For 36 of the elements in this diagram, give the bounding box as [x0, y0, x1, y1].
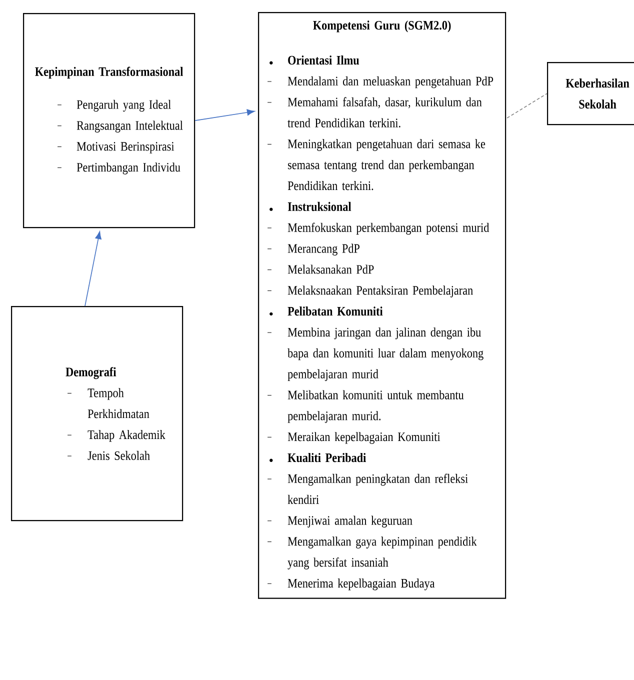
arrow	[194, 109, 255, 121]
connector-line	[506, 93, 548, 118]
list-item: Menjiwai amalan keguruan	[267, 516, 412, 528]
list-item: Melaksnaakan Pentaksiran Pembelajaran	[267, 286, 473, 298]
section-heading: Orientasi Ilmu	[270, 55, 359, 65]
list-item: Pengaruh yang Ideal	[57, 100, 171, 112]
section-heading: Pelibatan Komuniti	[270, 306, 383, 316]
text-box	[547, 62, 634, 126]
list-item: Merancang PdP	[267, 244, 360, 256]
list-item: Tempoh Perkhidmatan	[67, 388, 150, 418]
list-item: Pertimbangan Individu	[57, 162, 180, 174]
list-item: Melaksanakan PdP	[267, 264, 374, 274]
list-item: Menerima kepelbagaian Budaya	[267, 578, 435, 590]
list-item: Membina jaringan dan jalinan dengan ibu bapa dan komuniti luar dalam menyokong pembelajaran murid	[267, 327, 484, 382]
list-item: Motivasi Berinspirasi	[57, 142, 174, 154]
text-box	[23, 13, 196, 228]
list-item: Memahami falsafah, dasar, kurikulum dan trend Pendidikan terkini.	[267, 97, 482, 128]
arrow	[84, 231, 102, 306]
list-item: Tahap Akademik	[67, 430, 166, 442]
box-heading: Kompetensi Guru (SGM2.0)	[313, 20, 451, 32]
list-item: Meraikan kepelbagaian Komuniti	[267, 432, 440, 444]
list-item: Jenis Sekolah	[67, 450, 150, 460]
list-item: Melibatkan komuniti untuk membantu pembelajaran murid.	[267, 390, 464, 423]
text-box	[11, 306, 184, 522]
box-heading: Kepimpinan Transformasional	[35, 66, 184, 79]
list-item: Mengamalkan peningkatan dan refleksi kendiri	[267, 474, 468, 504]
list-item: Memfokuskan perkembangan potensi murid	[267, 222, 490, 235]
section-heading: Kualiti Peribadi	[270, 452, 366, 462]
section-heading: Instruksional	[270, 202, 352, 212]
list-item: Mendalami dan meluaskan pengetahuan PdP	[267, 76, 494, 88]
box-heading: Keberhasilan Sekolah	[566, 78, 630, 109]
list-item: Rangsangan Intelektual	[57, 120, 183, 133]
box-heading: Demografi	[66, 367, 116, 380]
list-item: Mengamalkan gaya kepimpinan pendidik yang bersifat insaniah	[267, 536, 477, 570]
list-item: Meningkatkan pengetahuan dari semasa ke semasa tentang trend dan perkembangan Pendidikan terkini.	[267, 139, 486, 190]
text-box	[258, 12, 506, 599]
